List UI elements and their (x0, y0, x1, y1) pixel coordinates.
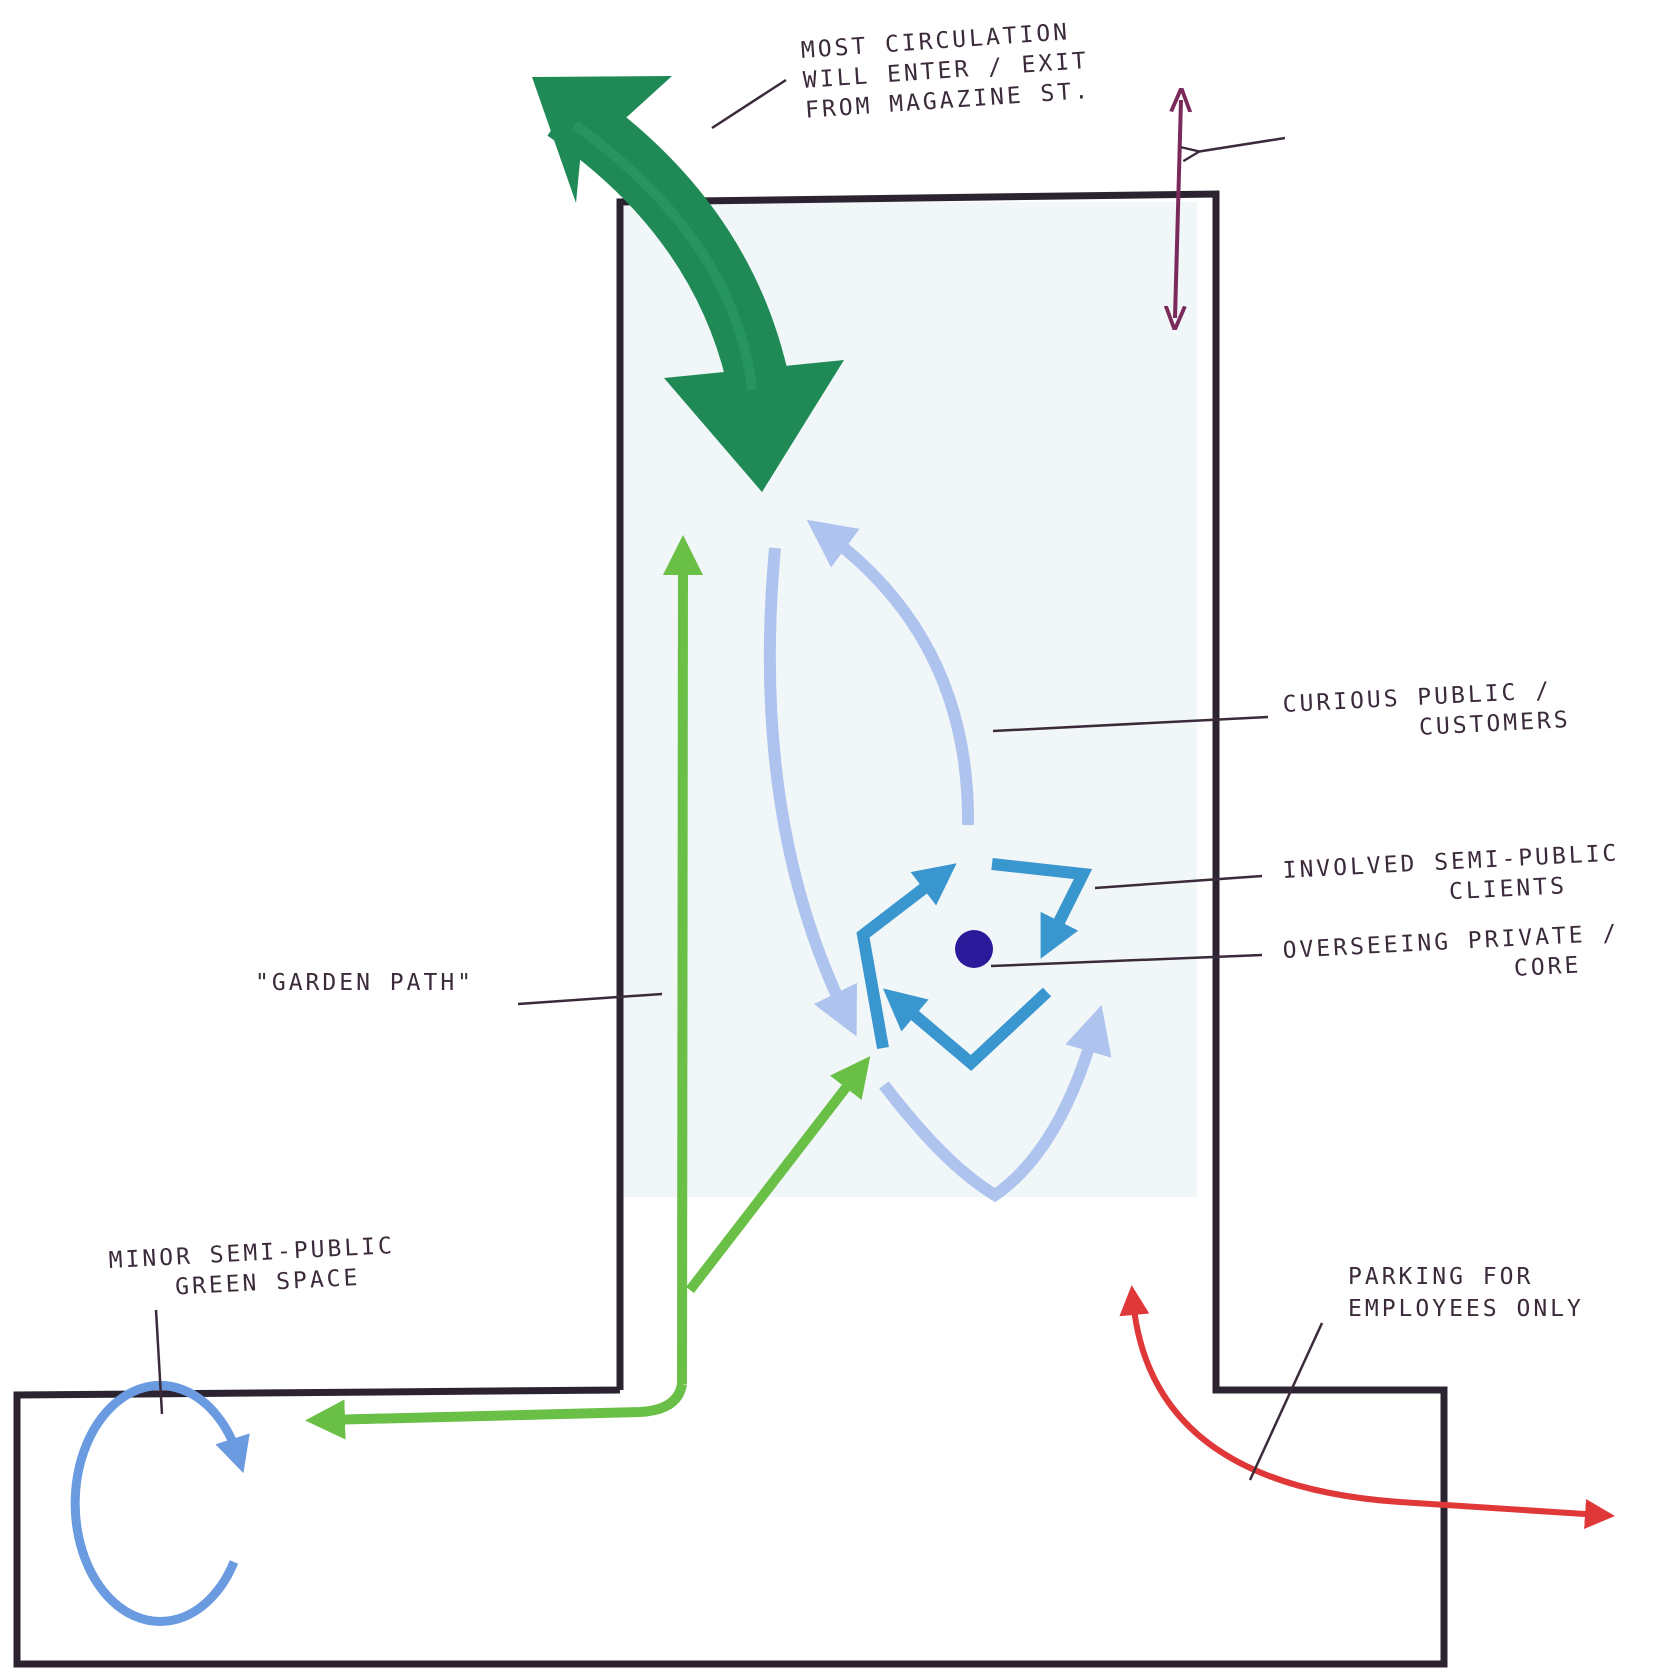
garden-path-arrows (305, 535, 871, 1440)
leader-circulation (711, 78, 787, 130)
private-core-dot (955, 930, 993, 968)
label-parking-line-2: EMPLOYEES ONLY (1348, 1296, 1584, 1322)
leader-green-space (154, 1309, 164, 1415)
label-parking: PARKING FOR EMPLOYEES ONLY (1348, 1262, 1584, 1324)
leader-garden-path (517, 992, 663, 1006)
green-space-loop-arrow (70, 1380, 250, 1626)
leader-parking (1248, 1322, 1324, 1481)
magazine-edge-pointer (1196, 136, 1286, 152)
involved-clients-arrows (856, 858, 1093, 1072)
leader-curious (992, 715, 1269, 733)
main-circulation-arrow (532, 76, 844, 492)
label-parking-line-1: PARKING FOR (1348, 1264, 1534, 1290)
magazine-edge-arrow (1175, 100, 1181, 318)
site-wash (617, 202, 1197, 1197)
parking-arrow (1119, 1285, 1615, 1529)
label-garden-path: "GARDEN PATH" (255, 970, 475, 996)
leader-involved (1094, 874, 1263, 890)
leader-overseeing (990, 953, 1263, 968)
curious-public-arrows (763, 519, 1112, 1203)
